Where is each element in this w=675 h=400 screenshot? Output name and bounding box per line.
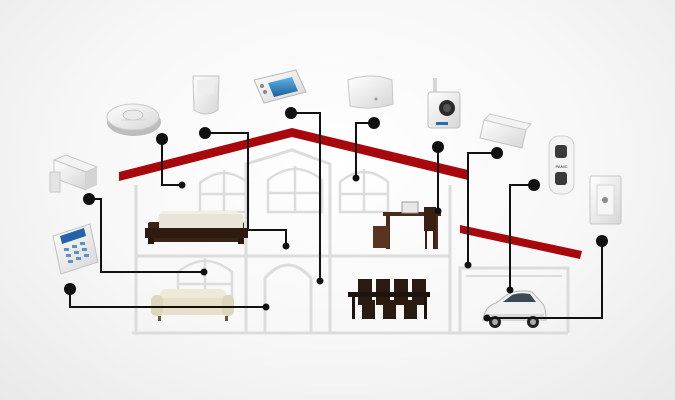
sofa-icon (151, 289, 234, 321)
dot-end (506, 286, 514, 294)
connector-wall-switch (487, 241, 603, 319)
center-gable (244, 148, 332, 333)
window-right-upper (338, 169, 390, 214)
keypad-control-panel-icon (52, 223, 99, 275)
connector-smoke-detector (161, 139, 182, 186)
front-door (263, 263, 313, 333)
door-window-sensor-icon (479, 113, 532, 149)
dot-motion-sensor (199, 127, 211, 139)
connector-door-window-sensor (467, 152, 497, 265)
dot-camera (432, 141, 444, 153)
connector-dots (64, 107, 608, 322)
motion-sensor-icon (192, 75, 220, 115)
connector-touchscreen-panel (291, 112, 321, 281)
dot-door-window-sensor (491, 147, 503, 159)
car-icon (482, 290, 547, 328)
security-camera-icon (427, 78, 461, 129)
dot-touchscreen-panel (285, 107, 297, 119)
roof (119, 128, 582, 259)
dot-smoke-detector (156, 133, 168, 145)
dot-end (178, 181, 186, 189)
connector-motion-sensor (205, 132, 287, 246)
smoke-detector-icon (106, 103, 161, 136)
panic-label: PANIC (556, 164, 568, 169)
window-gable (266, 166, 324, 214)
dot-siren (368, 117, 380, 129)
dot-end (200, 268, 208, 276)
siren-icon (347, 75, 394, 109)
dot-end (282, 242, 290, 250)
dot-panic-button (528, 179, 540, 191)
dot-end (464, 261, 472, 269)
dot-keypad-panel (64, 283, 76, 295)
dot-end (352, 174, 360, 182)
dot-wall-switch (596, 235, 608, 247)
bed-icon (145, 211, 248, 244)
dot-end (483, 314, 491, 322)
desk-icon (373, 201, 441, 249)
dining-table-icon (348, 279, 430, 319)
connector-panic-button (509, 184, 534, 290)
house-outline (132, 148, 570, 335)
panic-button-remote-icon: PANIC (548, 135, 575, 195)
wall-switch-icon (589, 175, 622, 225)
window-left-upper (198, 170, 250, 214)
touchscreen-control-panel-icon (253, 69, 307, 104)
dot-end (262, 303, 270, 311)
dot-end (316, 277, 324, 285)
dot-door-contact-sensor (83, 193, 95, 205)
garage-outline (458, 266, 570, 333)
door-contact-sensor-icon (49, 154, 99, 193)
dot-end (434, 207, 442, 215)
